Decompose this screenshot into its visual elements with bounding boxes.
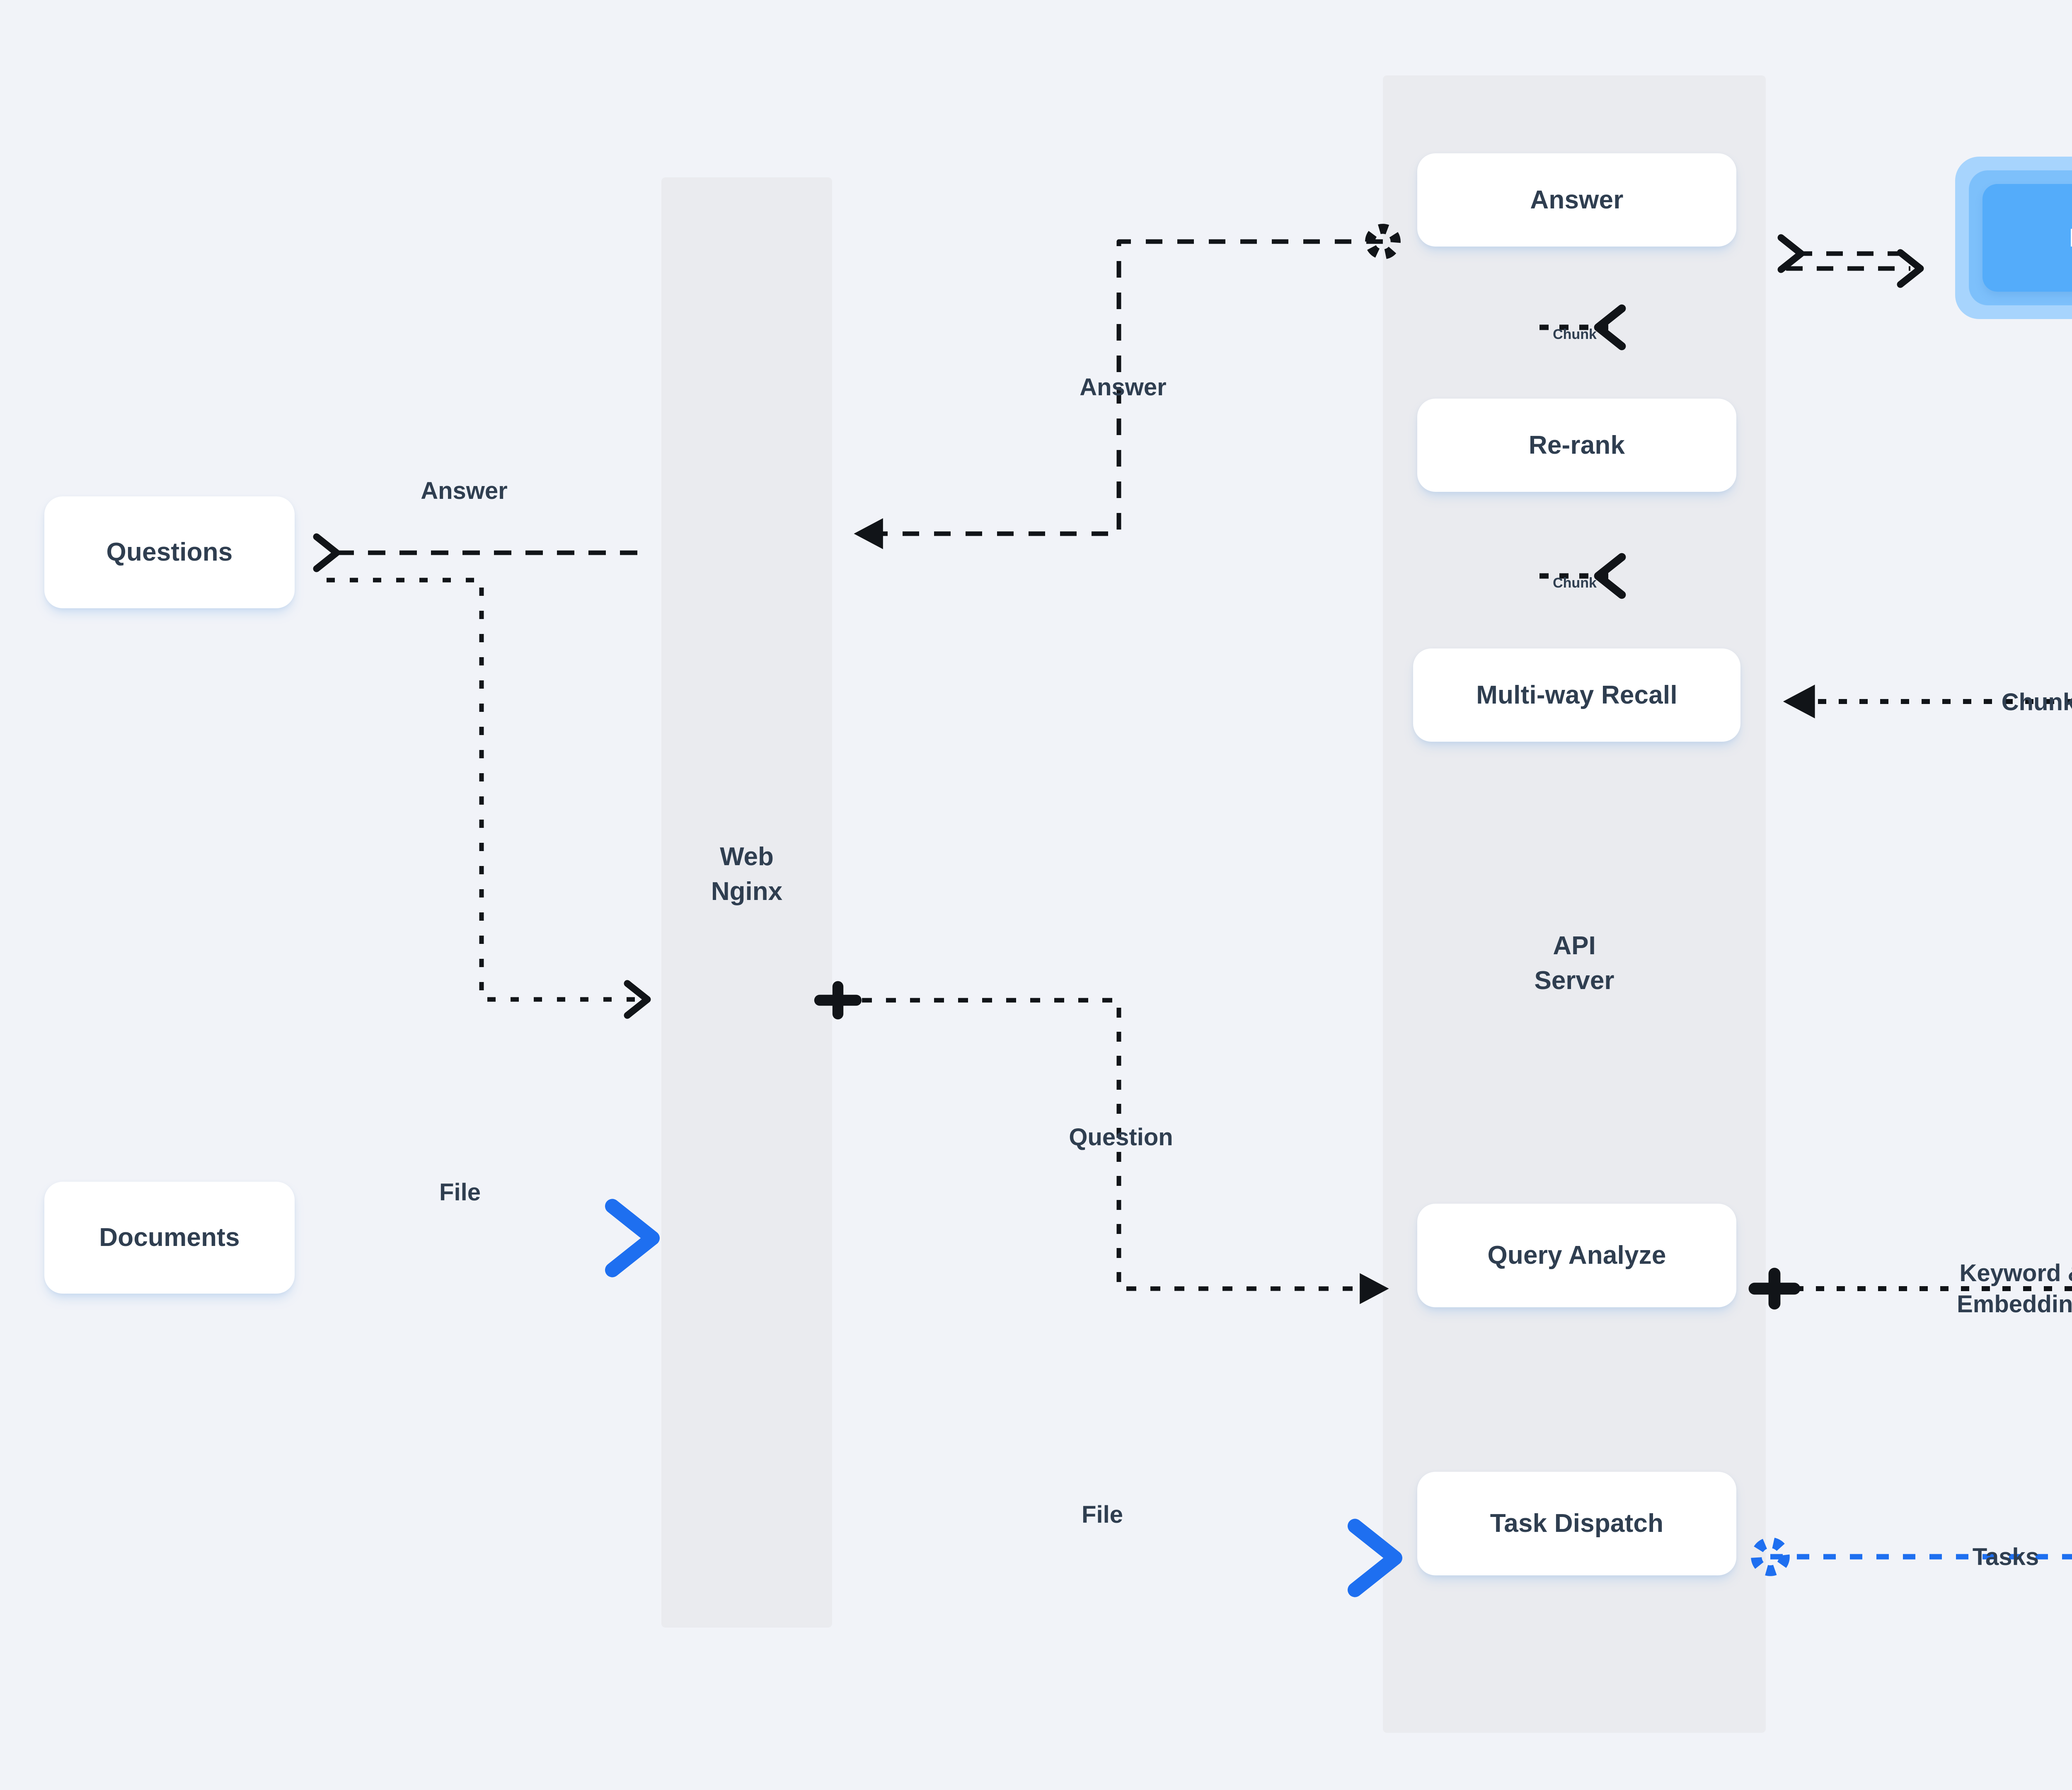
edge-label-chunk-database-recall: Chunk <box>2001 689 2072 716</box>
llms-middle-layer: LLMs <box>1969 170 2072 305</box>
node-query-analyze[interactable]: Query Analyze <box>1417 1204 1736 1307</box>
edge-label-documents-file: File <box>439 1179 481 1206</box>
edge-label-tasks: Tasks <box>1972 1543 2039 1571</box>
node-rerank[interactable]: Re-rank <box>1417 399 1736 492</box>
edge-questions-to-web-nginx <box>327 578 651 1019</box>
node-documents[interactable]: Documents <box>44 1182 295 1294</box>
edge-label-answer-card: Answer <box>1080 374 1167 401</box>
api-server-panel <box>1383 75 1766 1733</box>
node-task-dispatch[interactable]: Task Dispatch <box>1417 1472 1736 1575</box>
edge-database-to-recall <box>1783 685 2072 789</box>
node-multi-way-recall[interactable]: Multi-way Recall <box>1413 648 1740 742</box>
edge-label-question: Question <box>1069 1124 1173 1151</box>
edge-label-keyword-embedding: Keyword & Embedding <box>1957 1259 2072 1318</box>
edge-web-nginx-to-query-analyze <box>814 981 1389 1304</box>
node-answer[interactable]: Answer <box>1417 153 1736 247</box>
edge-task-dispatch-to-database <box>1770 1110 2072 1557</box>
node-questions[interactable]: Questions <box>44 496 295 608</box>
edge-label-answer-to-questions: Answer <box>421 477 508 505</box>
web-nginx-panel <box>661 177 832 1628</box>
edge-answer-card-to-web-nginx <box>857 242 1383 534</box>
node-llms[interactable]: LLMs <box>1955 157 2072 319</box>
llms-label: LLMs <box>1982 184 2072 292</box>
panel-title-web-nginx: Web Nginx <box>711 842 783 906</box>
edge-query-analyze-to-database <box>1748 1107 2072 1310</box>
panel-title-api-server: API Server <box>1534 931 1615 995</box>
edge-label-file-task-dispatch: File <box>1082 1501 1123 1529</box>
